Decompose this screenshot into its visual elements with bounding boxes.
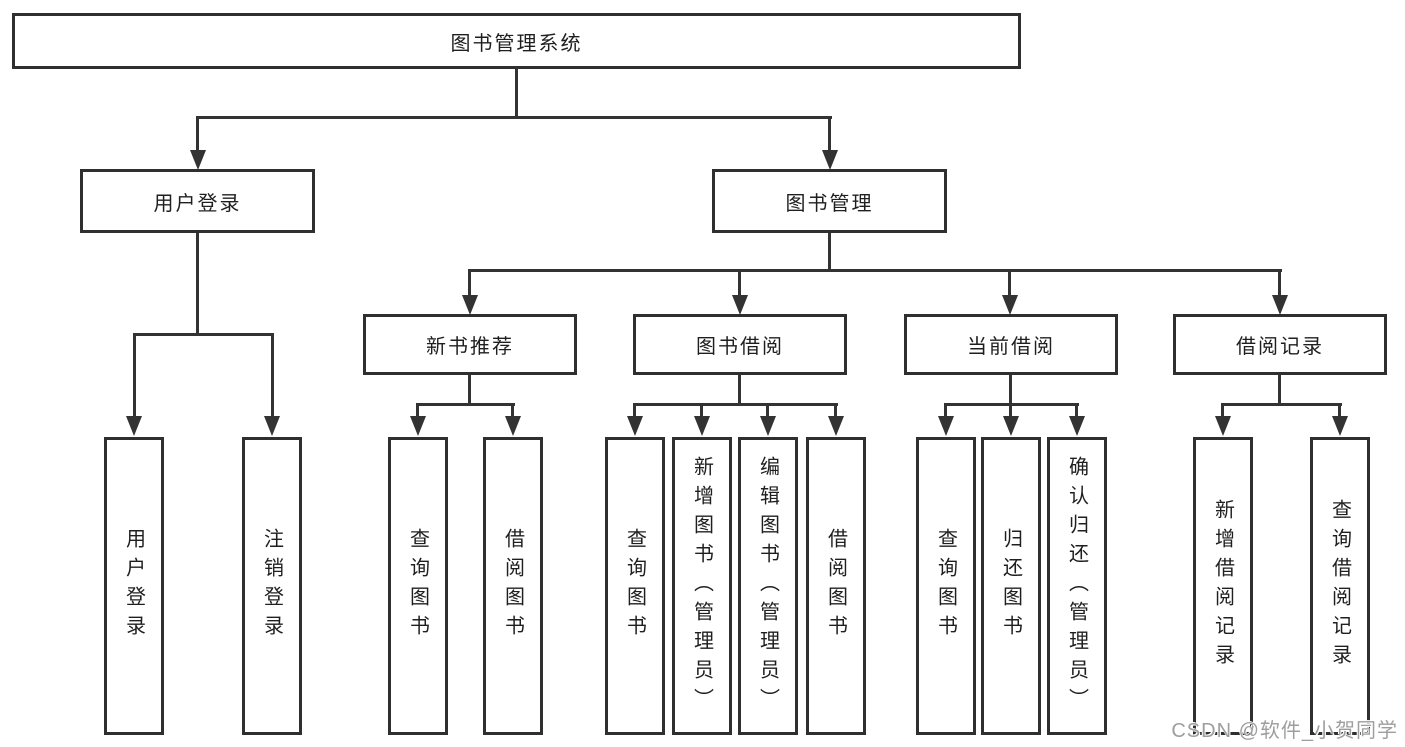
connector-leaf-stub [834, 403, 837, 418]
connector-span [633, 403, 838, 406]
arrowhead-down-icon [1272, 295, 1288, 315]
connector-leaf-stub [633, 403, 636, 418]
node-label: 图书借阅 [696, 336, 784, 358]
arrowhead-down-icon [627, 416, 643, 436]
node-label: 图书管理 [785, 192, 874, 215]
leaf-borrow-books: 借阅图书 [806, 437, 866, 735]
leaf-user-login: 用户登录 [104, 437, 164, 735]
connector-leaf-stub [766, 403, 769, 418]
connector-leaf-stub [416, 403, 419, 418]
node-new-book-recommend: 新书推荐 [363, 314, 577, 375]
connector-leaf-stub [1221, 403, 1224, 418]
connector-root-stem [515, 68, 518, 118]
leaf-add-borrow-record: 新增借阅记录 [1193, 437, 1253, 735]
node-user-login: 用户登录 [80, 169, 315, 233]
connector-stub [1278, 269, 1281, 297]
leaf-query-books: 查询图书 [916, 437, 976, 735]
leaf-borrow-books: 借阅图书 [483, 437, 543, 735]
arrowhead-down-icon [126, 416, 142, 436]
connector-book-mgmt-stem [828, 233, 831, 272]
connector-span [1221, 403, 1342, 406]
arrowhead-down-icon [1332, 416, 1348, 436]
arrowhead-down-icon [822, 150, 838, 170]
connector-leaf-stub [271, 333, 274, 417]
connector-leaf-stub [944, 403, 947, 418]
arrowhead-down-icon [828, 416, 844, 436]
connector-leaf-stub [1338, 403, 1341, 418]
node-book-management: 图书管理 [712, 169, 947, 233]
leaf-add-books-admin: 新增图书（管理员） [672, 437, 732, 735]
leaf-query-books: 查询图书 [605, 437, 665, 735]
arrowhead-down-icon [264, 416, 280, 436]
arrowhead-down-icon [190, 150, 206, 170]
connector-root-span [196, 116, 832, 119]
arrowhead-down-icon [732, 295, 748, 315]
node-borrowing-records: 借阅记录 [1173, 314, 1387, 375]
node-label: 当前借阅 [967, 336, 1055, 358]
node-book-borrowing: 图书借阅 [633, 314, 847, 375]
connector-leaf-stub [1009, 403, 1012, 418]
arrowhead-down-icon [410, 416, 426, 436]
connector-leaf-stub [700, 403, 703, 418]
connector-leaf-stub [133, 333, 136, 417]
arrowhead-down-icon [1002, 295, 1018, 315]
node-label: 借阅记录 [1236, 336, 1324, 358]
node-label: 用户登录 [153, 192, 242, 215]
csdn-watermark: CSDN @软件_小贺同学 [1171, 720, 1398, 742]
connector-stub [468, 269, 471, 297]
leaf-edit-books-admin: 编辑图书（管理员） [738, 437, 798, 735]
connector-stem [468, 375, 471, 406]
leaf-confirm-return-admin: 确认归还（管理员） [1047, 437, 1107, 735]
connector-stub [1008, 269, 1011, 297]
connector-stem [1009, 375, 1012, 406]
leaf-query-books: 查询图书 [388, 437, 448, 735]
arrowhead-down-icon [694, 416, 710, 436]
connector-stub [738, 269, 741, 297]
leaf-logout: 注销登录 [242, 437, 302, 735]
connector-user-login-stub [196, 116, 199, 152]
leaf-query-borrow-record: 查询借阅记录 [1310, 437, 1370, 735]
arrowhead-down-icon [462, 295, 478, 315]
connector-leaf-stub [1075, 403, 1078, 418]
node-label: 新书推荐 [426, 336, 514, 358]
node-current-borrowing: 当前借阅 [904, 314, 1118, 375]
connector-user-login-stem [196, 233, 199, 336]
arrowhead-down-icon [1003, 416, 1019, 436]
connector-stem [1278, 375, 1281, 406]
connector-span [416, 403, 515, 406]
node-label: 图书管理系统 [450, 32, 583, 55]
connector-leaf-stub [511, 403, 514, 418]
arrowhead-down-icon [938, 416, 954, 436]
arrowhead-down-icon [760, 416, 776, 436]
connector-book-mgmt-span [469, 269, 1282, 272]
node-library-management-system: 图书管理系统 [12, 13, 1021, 69]
connector-book-mgmt-stub [828, 116, 831, 152]
connector-stem [738, 375, 741, 406]
arrowhead-down-icon [1215, 416, 1231, 436]
connector-user-login-span [133, 333, 274, 336]
arrowhead-down-icon [1069, 416, 1085, 436]
leaf-return-books: 归还图书 [981, 437, 1041, 735]
arrowhead-down-icon [505, 416, 521, 436]
